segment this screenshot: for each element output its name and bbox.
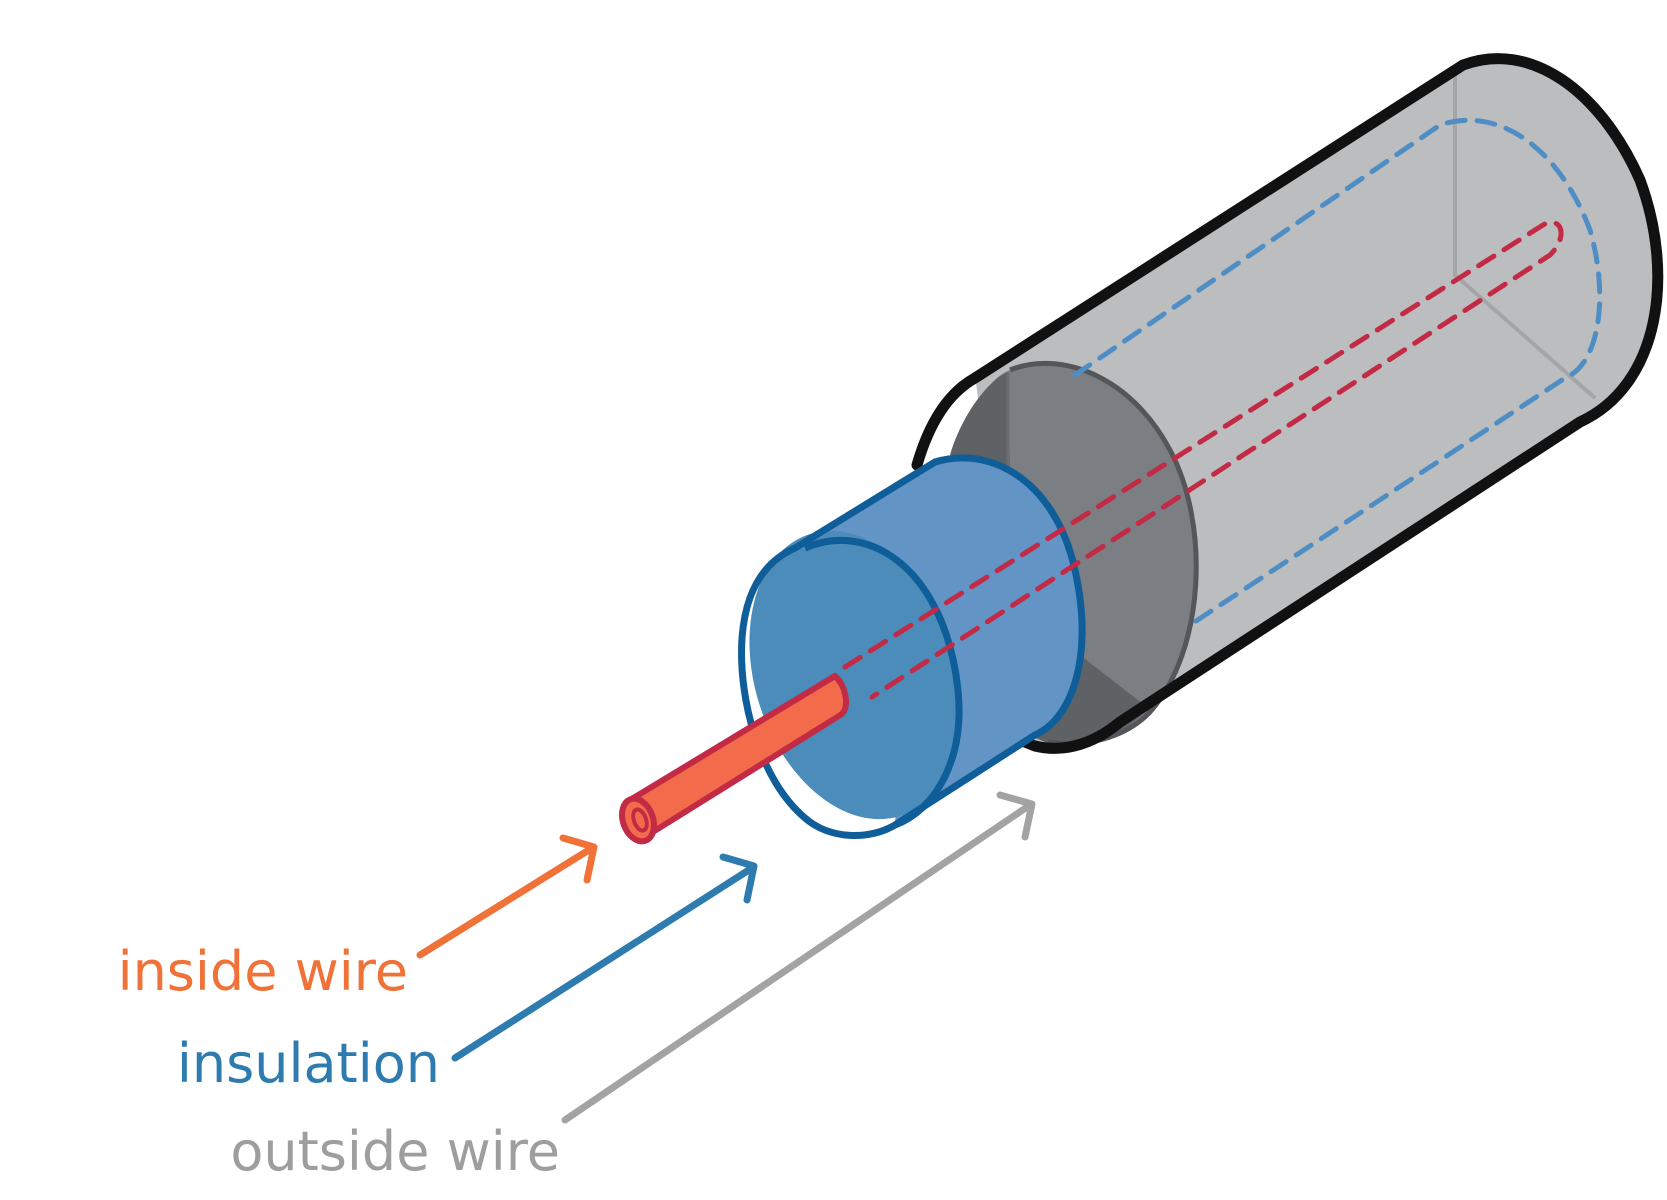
- core-body: [627, 673, 849, 843]
- outer-shell-outline: [911, 53, 1664, 754]
- inside-wire-core: [619, 673, 849, 845]
- outer-shell-inner-rim: [1009, 360, 1199, 747]
- hidden-lines: [842, 117, 1603, 700]
- insulation-front-face: [749, 530, 961, 820]
- outer-shell-hidden-edge: [1453, 72, 1597, 400]
- insulation-layer: [738, 454, 1086, 839]
- inside-wire-label: inside wire: [118, 940, 408, 1003]
- arrow-insulation: [451, 853, 758, 1062]
- insulation-label: insulation: [177, 1032, 440, 1095]
- insulation-front-rim: [803, 536, 963, 829]
- insulation-outline: [738, 454, 1086, 839]
- arrow-inside-wire: [416, 834, 598, 959]
- insulation-hidden-outline: [1072, 117, 1603, 628]
- arrow-outside-wire: [561, 791, 1036, 1124]
- outside-wire-label: outside wire: [230, 1120, 560, 1183]
- core-hidden-top: [842, 219, 1564, 700]
- core-tip-inner: [631, 807, 649, 833]
